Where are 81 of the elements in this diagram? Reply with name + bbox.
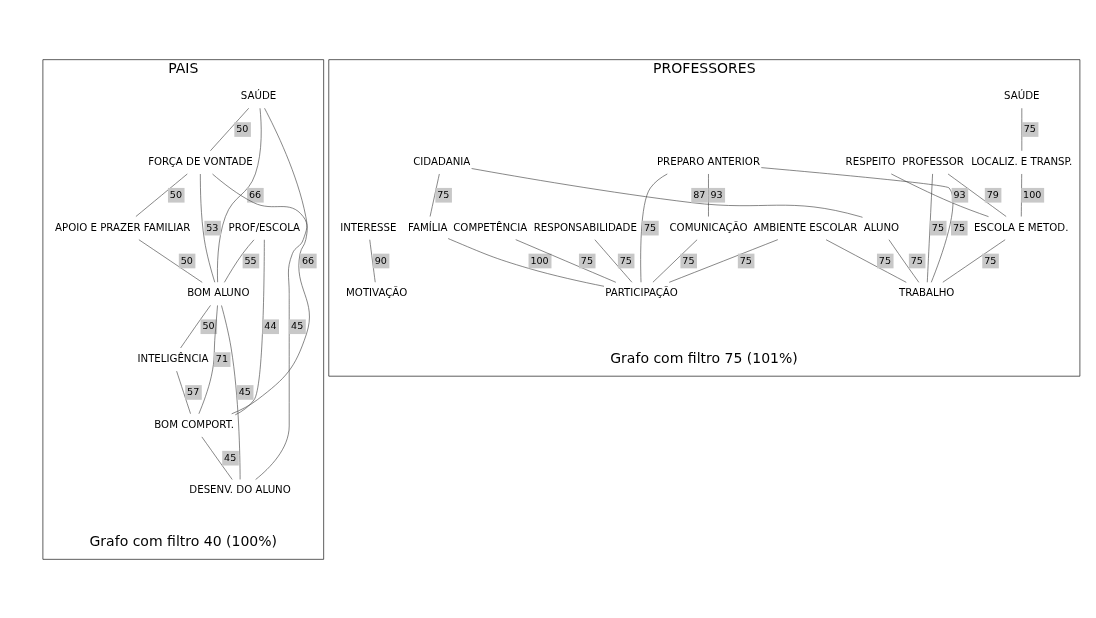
node-label: Grafo com filtro 75 (101%) [610,349,798,366]
edge-label: 93 [953,188,966,200]
edge-label: 90 [374,254,387,266]
edge-label: 100 [1023,188,1042,200]
connector [926,173,933,283]
node-label: Grafo com filtro 40 (100%) [89,532,278,549]
connector [176,370,191,414]
edge-label: 66 [249,188,262,200]
connector [942,238,1006,283]
edge-label: 75 [682,254,695,266]
edge-label: 45 [224,451,237,463]
edge-label: 75 [1023,122,1036,134]
node-text: RESPONSABILIDADE [533,221,637,233]
edge-label: 75 [437,188,450,200]
edge-label: 79 [986,188,999,200]
node-text: FORÇA DE VONTADE [148,155,253,167]
edge-label: 45 [238,385,251,397]
node-text: PARTICIPAÇÃO [605,286,678,298]
edge-label: 75 [878,254,892,266]
node-text: FAMÍLIA [407,221,448,233]
connector [429,173,440,217]
edge-label: 75 [619,254,632,266]
node-text: PREPARO ANTERIOR [656,155,761,167]
edge-label: 44 [264,319,277,331]
connector [515,238,617,283]
connector [888,238,920,283]
edge-label: 87 [693,188,706,200]
edge-label: 45 [291,319,304,331]
edge-label: 93 [710,188,723,200]
edge-label: 75 [931,221,945,233]
node-text: INTERESSE [340,221,397,233]
edge-label: 75 [910,254,923,266]
node-text: CIDADANIA [413,155,471,167]
connector [138,238,203,283]
connector [471,167,863,218]
connector [200,173,216,283]
node-text: PROFESSOR [902,155,964,167]
node-text: LOCALIZ. E TRANSP. [971,155,1073,167]
node-text: BOM COMPORT. [154,418,234,430]
connector [890,173,989,217]
edge-label: 50 [202,319,215,331]
edge-label: 75 [952,221,966,233]
edge-label: 50 [236,122,249,134]
connector [447,237,605,287]
edge-label: 75 [644,221,657,233]
edge-label: 75 [580,254,594,266]
node-text: BOM ALUNO [187,286,250,298]
connector [825,238,907,283]
node-text: AMBIENTE ESCOLAR [753,221,858,233]
edge-label: 50 [169,188,183,200]
connector [224,239,255,283]
edge-label: 66 [301,254,315,266]
node-text: PROF/ESCOLA [228,221,301,233]
connector [1020,173,1023,217]
node-text: ESCOLA E METOD. [973,221,1069,233]
edge-label: 75 [739,254,752,266]
node-text: DESENV. DO ALUNO [189,483,291,495]
connector [180,304,211,348]
edge-label: 75 [984,254,997,266]
edge-label: 100 [530,254,549,266]
edge-label: 50 [180,254,193,266]
node-text: INTELIGÊNCIA [137,352,209,364]
edge-label: 71 [215,352,228,364]
edge-label: 57 [187,385,200,397]
connector [760,166,954,283]
node-text: APOIO E PRAZER FAMILIAR [55,221,191,233]
node-text: SAÚDE [240,89,277,101]
edge-label: 55 [244,254,257,266]
connector [947,173,1007,217]
node-text: SAÚDE [1004,89,1040,101]
connector [369,238,376,283]
node-text: ALUNO [863,221,900,233]
node-text: MOTIVAÇÃO [346,286,408,298]
node-text: COMPETÊNCIA [453,221,528,233]
node-text: COMUNICAÇÃO [669,221,748,233]
node-text: TRABALHO [899,286,955,298]
node-text: RESPEITO [845,155,896,167]
connector [708,173,709,217]
connector [668,238,779,283]
connector [201,436,233,480]
edge-label: 53 [206,221,219,233]
